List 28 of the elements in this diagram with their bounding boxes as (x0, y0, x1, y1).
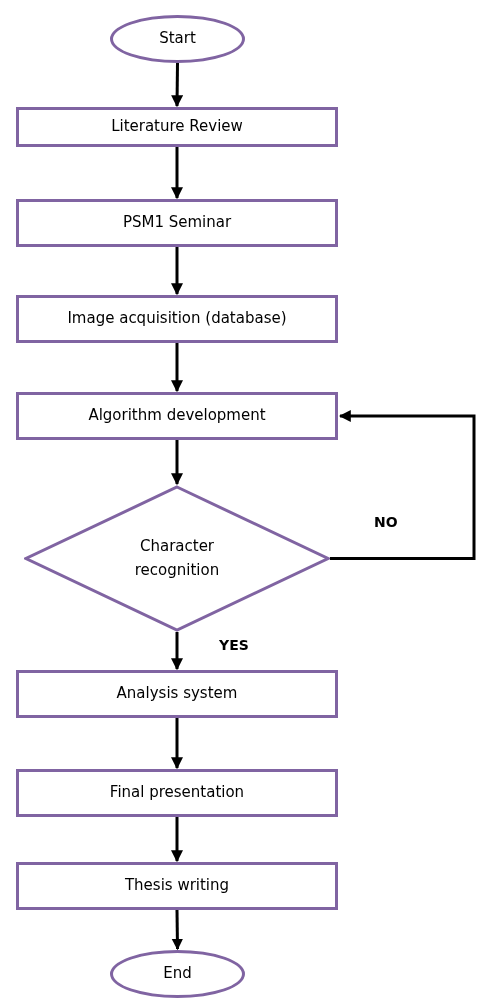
process-box (16, 107, 338, 147)
node-text: End (163, 963, 192, 985)
decision-diamond (24, 485, 330, 632)
arrow (171, 817, 183, 863)
arrow (171, 343, 183, 393)
arrow (171, 147, 183, 200)
arrow (330, 410, 476, 560)
node-text: Start (159, 28, 196, 50)
node-text: Image acquisition (database) (67, 308, 287, 330)
node-text: Literature Review (111, 116, 243, 138)
process-box (16, 392, 338, 440)
arrow (171, 718, 183, 770)
node-text: Character recognition (133, 536, 221, 581)
process-box (16, 199, 338, 247)
process-box (16, 862, 338, 910)
arrow (171, 440, 183, 486)
arrow (171, 247, 183, 296)
process-box (16, 670, 338, 718)
process-box (16, 769, 338, 817)
node-text: Analysis system (116, 683, 238, 705)
arrow (171, 909, 184, 951)
node-text: Algorithm development (88, 405, 266, 427)
process-box (16, 295, 338, 343)
arrow (171, 63, 184, 108)
arrow (171, 632, 183, 671)
node-text: Thesis writing (124, 875, 230, 897)
node-text: Final presentation (109, 782, 245, 804)
node-text: PSM1 Seminar (122, 212, 232, 234)
